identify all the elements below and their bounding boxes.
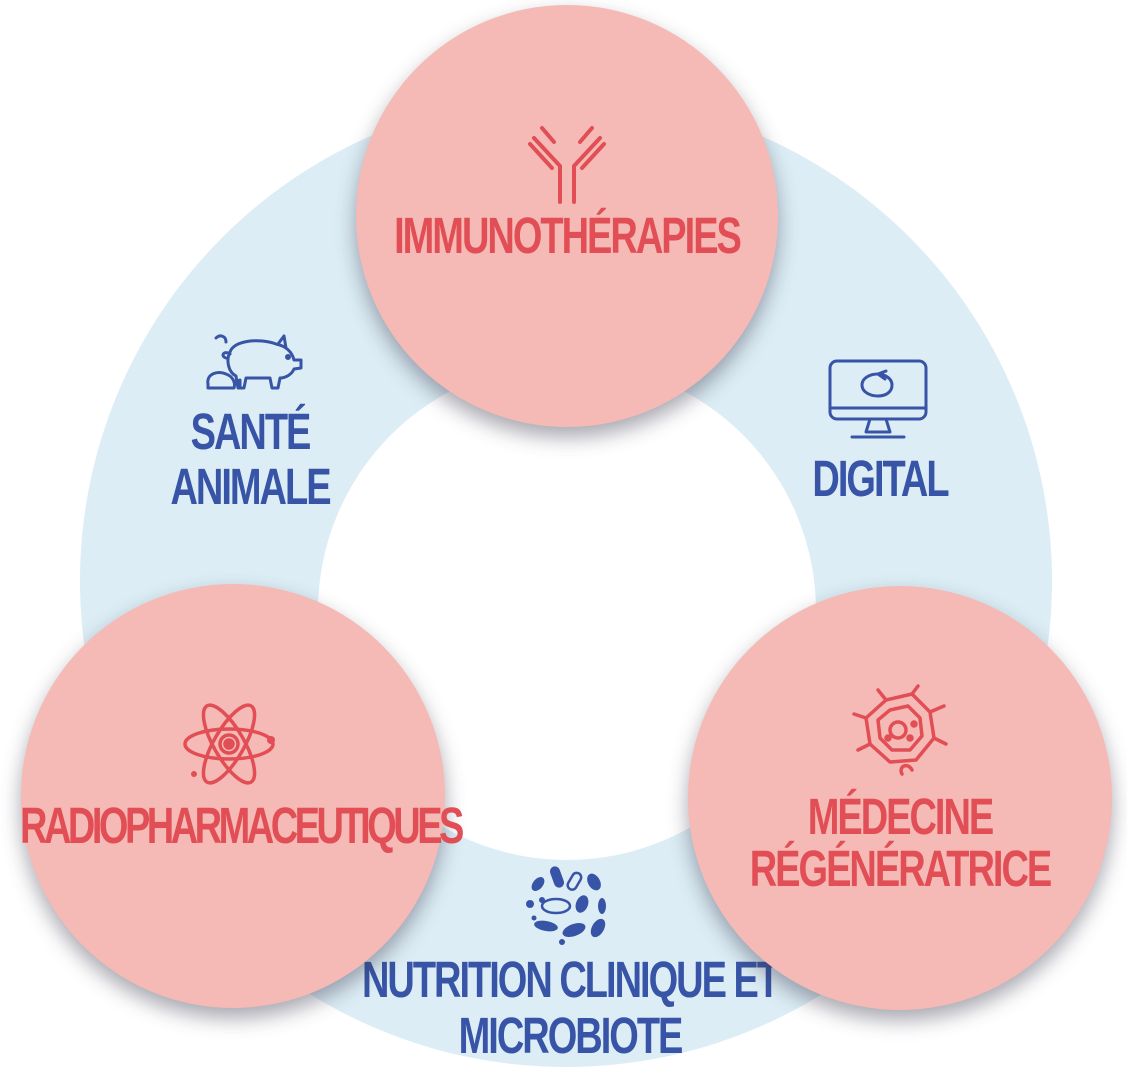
label-medecine-line1: MÉDECINE [807, 789, 995, 847]
node-medecine-regeneratrice [688, 586, 1112, 1010]
antibody-icon [528, 122, 606, 204]
pig-icon [200, 330, 308, 392]
label-nutrition-line1: NUTRITION CLINIQUE ET [361, 952, 780, 1010]
atom-icon [180, 702, 278, 786]
cell-icon [852, 684, 948, 778]
label-medecine-line2: RÉGÉNÉRATRICE [749, 841, 1053, 899]
bacteria-icon [522, 862, 610, 946]
label-sante-line1: SANTÉ [190, 404, 312, 462]
node-radiopharmaceutiques [21, 584, 445, 1008]
node-immunotherapies [356, 5, 778, 427]
label-immunotherapies: IMMUNOTHÉRAPIES [394, 208, 742, 266]
label-radiopharmaceutiques: RADIOPHARMACEUTIQUES [20, 798, 464, 856]
label-sante-line2: ANIMALE [170, 459, 331, 517]
label-nutrition-line2: MICROBIOTE [458, 1008, 684, 1066]
monitor-icon [826, 358, 930, 442]
label-digital: DIGITAL [812, 451, 949, 509]
